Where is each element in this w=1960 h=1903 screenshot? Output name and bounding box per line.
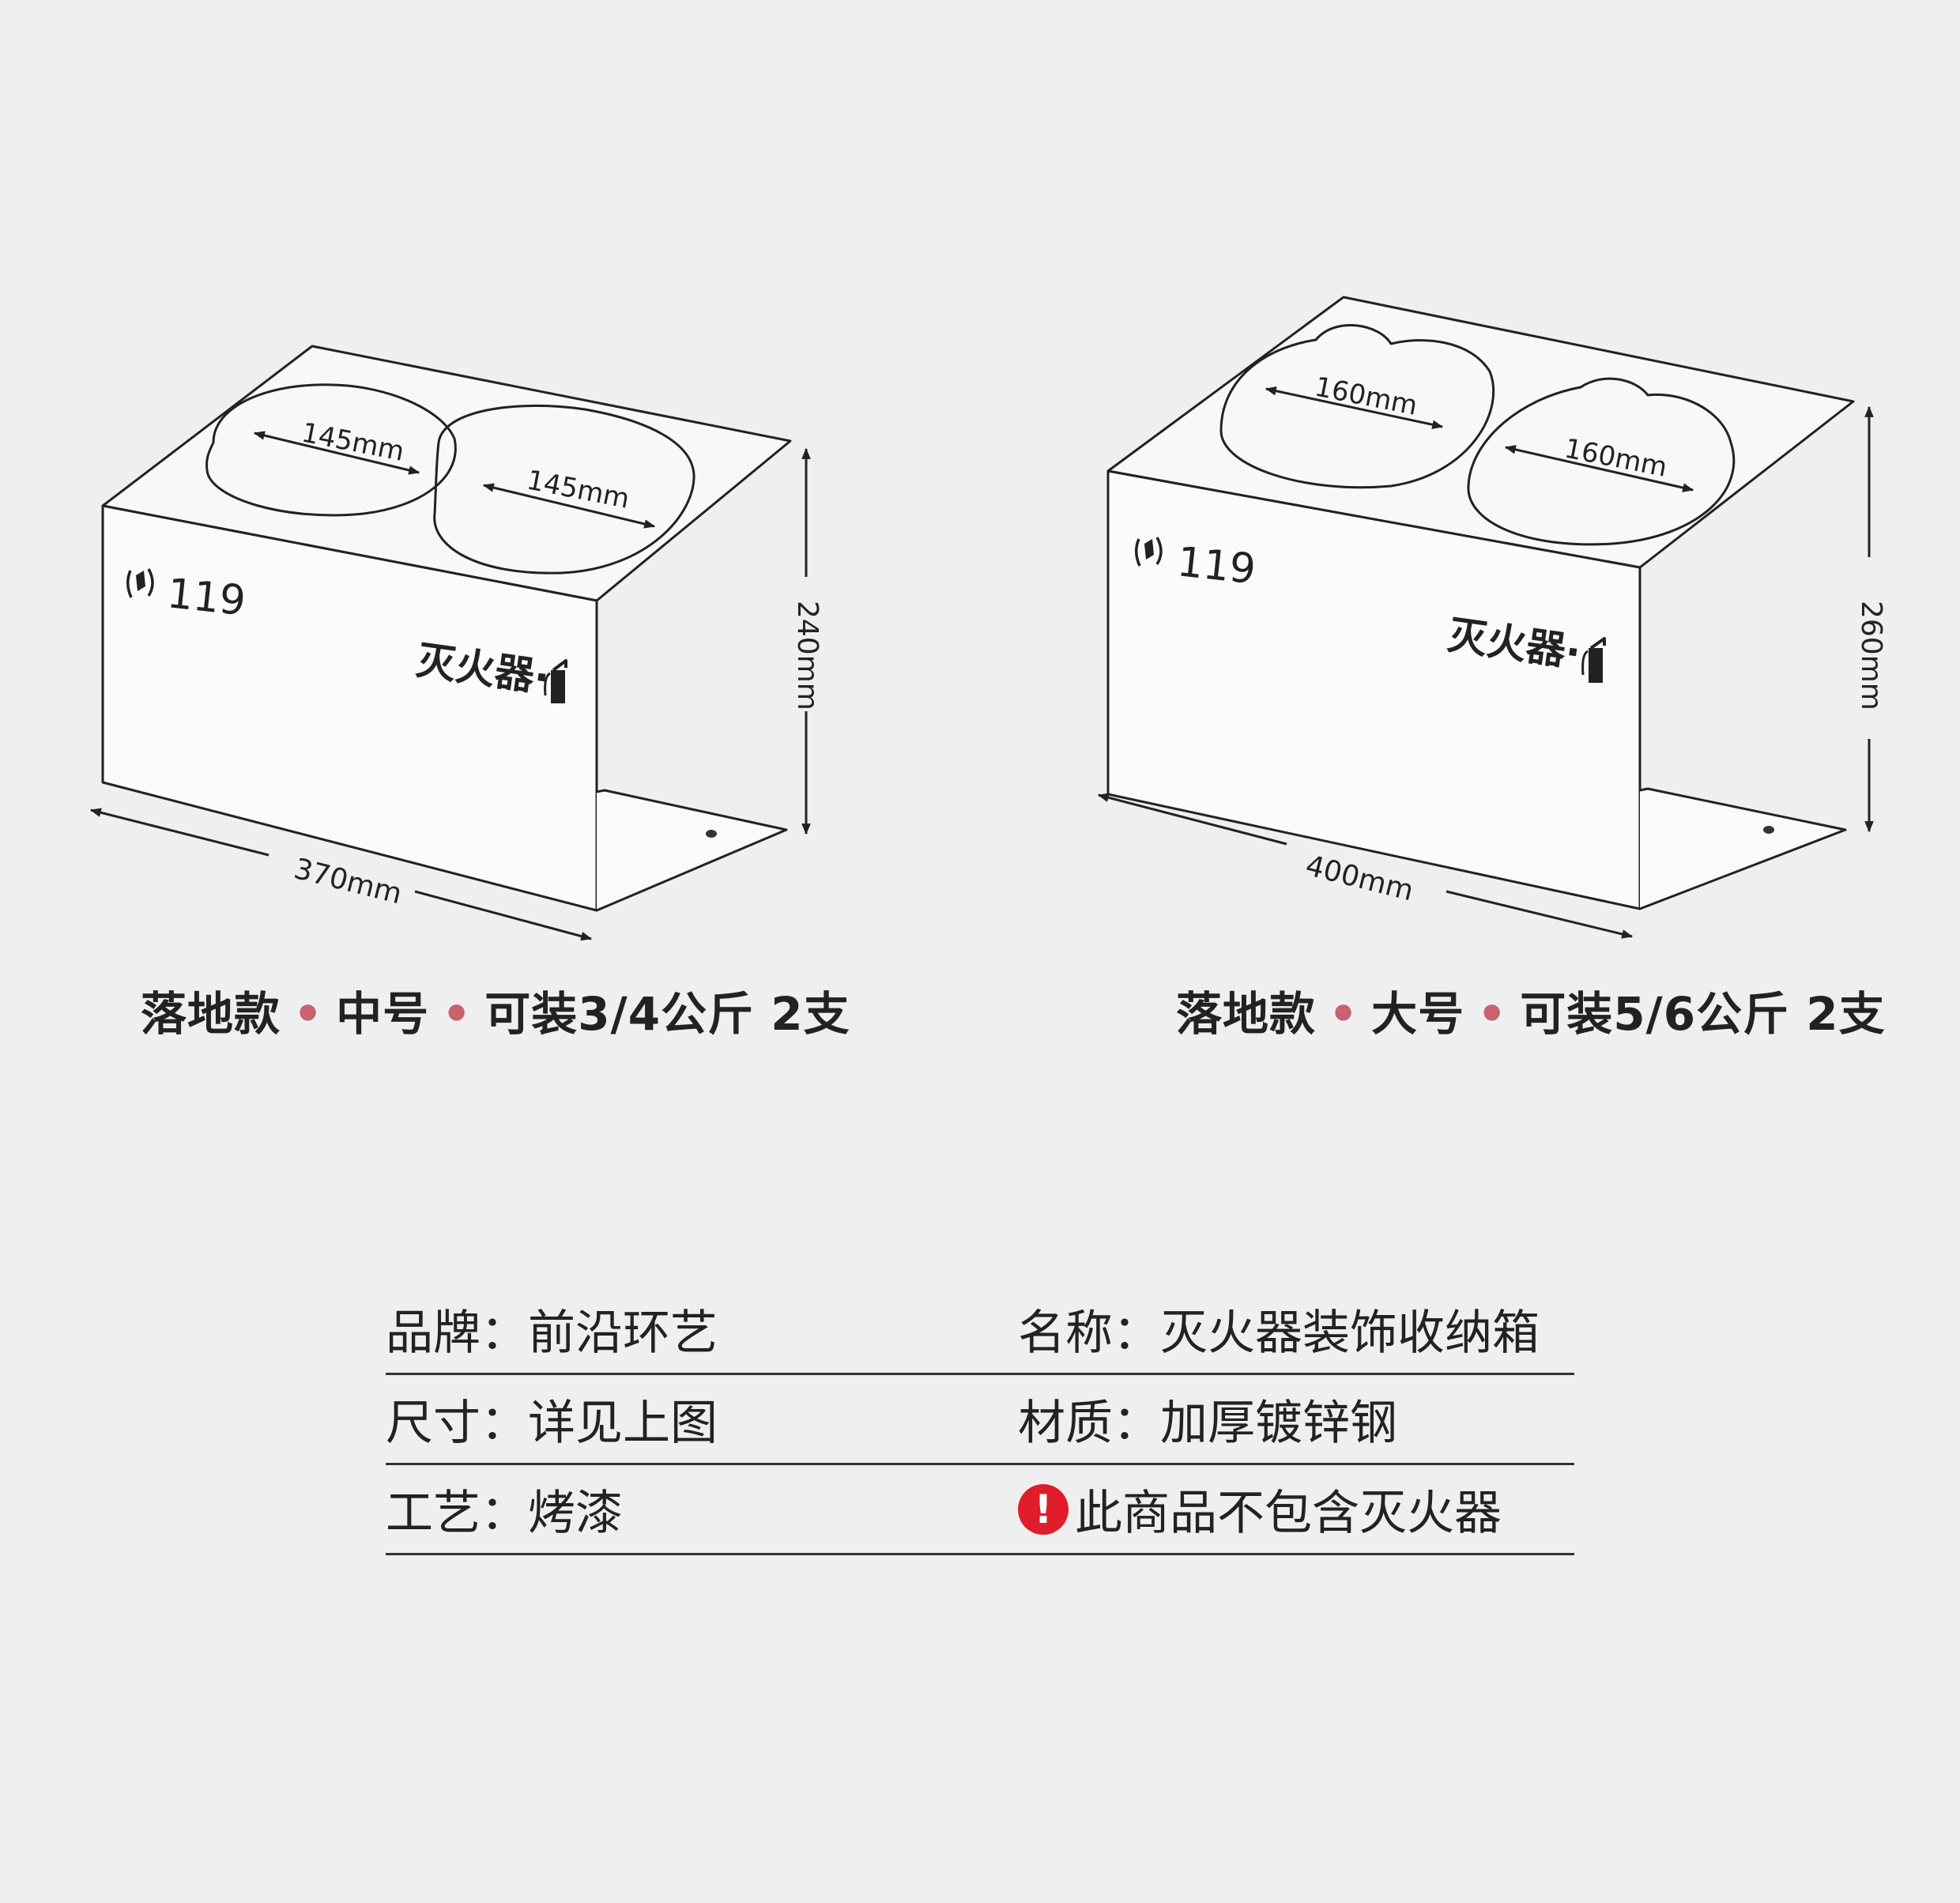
cutout-hole-2 xyxy=(1467,377,1736,546)
width-label: 370mm xyxy=(291,853,405,910)
caption-separator: • xyxy=(1329,987,1359,1041)
spec-process: 工艺：烤漆 xyxy=(386,1486,623,1541)
base-plate xyxy=(1639,787,1847,910)
cutout-hole-2 xyxy=(433,405,695,575)
cutout-hole-1 xyxy=(1219,324,1494,489)
caption-medium: 落地款•中号•可装3/4公斤 2支 xyxy=(141,977,850,1041)
spec-row: 尺寸：详见上图 材质：加厚镀锌钢 xyxy=(386,1375,1574,1465)
phone-number: 119 xyxy=(1175,538,1258,594)
caption-size: 大号 xyxy=(1371,987,1465,1041)
phone-signal-icon xyxy=(1135,537,1163,567)
caption-separator: • xyxy=(293,987,324,1041)
spec-name: 名称：灭火器装饰收纳箱 xyxy=(1018,1306,1540,1361)
mount-hole xyxy=(706,830,717,838)
product-diagram: 145mm 145mm 240mm 370mm 119 灭火器· xyxy=(89,296,1887,941)
caption-style: 落地款 xyxy=(141,987,281,1041)
caption-separator: • xyxy=(1477,987,1508,1041)
caption-size: 中号 xyxy=(336,987,430,1041)
spec-row: 工艺：烤漆 ! 此商品不包含灭火器 xyxy=(386,1465,1574,1555)
caption-capacity: 可装5/6公斤 2支 xyxy=(1520,987,1886,1041)
spec-notice: ! 此商品不包含灭火器 xyxy=(1018,1475,1574,1543)
caption-style: 落地款 xyxy=(1176,987,1317,1041)
fire-extinguisher-icon xyxy=(1581,637,1606,683)
spec-brand: 品牌：前沿环艺 xyxy=(386,1306,718,1361)
height-label: 260mm xyxy=(1855,601,1887,710)
dimension-lines-medium xyxy=(89,431,811,941)
base-plate xyxy=(596,789,788,912)
notice-text: 此商品不包含灭火器 xyxy=(1075,1486,1502,1541)
height-label: 240mm xyxy=(791,601,824,710)
cutout-hole-1 xyxy=(205,383,457,517)
caption-large: 落地款•大号•可装5/6公斤 2支 xyxy=(1176,977,1886,1041)
phone-number: 119 xyxy=(165,570,248,625)
phone-signal-icon xyxy=(126,568,154,598)
caption-capacity: 可装3/4公斤 2支 xyxy=(484,987,850,1041)
spec-material: 材质：加厚镀锌钢 xyxy=(1018,1396,1397,1451)
fire-extinguisher-icon xyxy=(544,659,567,703)
mount-hole xyxy=(1763,826,1774,834)
spec-size: 尺寸：详见上图 xyxy=(386,1396,718,1451)
caption-separator: • xyxy=(442,987,473,1041)
product-large xyxy=(1106,296,1855,910)
warning-exclamation-icon: ! xyxy=(1018,1483,1069,1535)
spec-table: 品牌：前沿环艺 名称：灭火器装饰收纳箱 尺寸：详见上图 材质：加厚镀锌钢 工艺：… xyxy=(386,1287,1574,1555)
product-medium xyxy=(101,345,792,912)
dimension-lines-large xyxy=(1097,386,1874,939)
spec-row: 品牌：前沿环艺 名称：灭火器装饰收纳箱 xyxy=(386,1287,1574,1375)
